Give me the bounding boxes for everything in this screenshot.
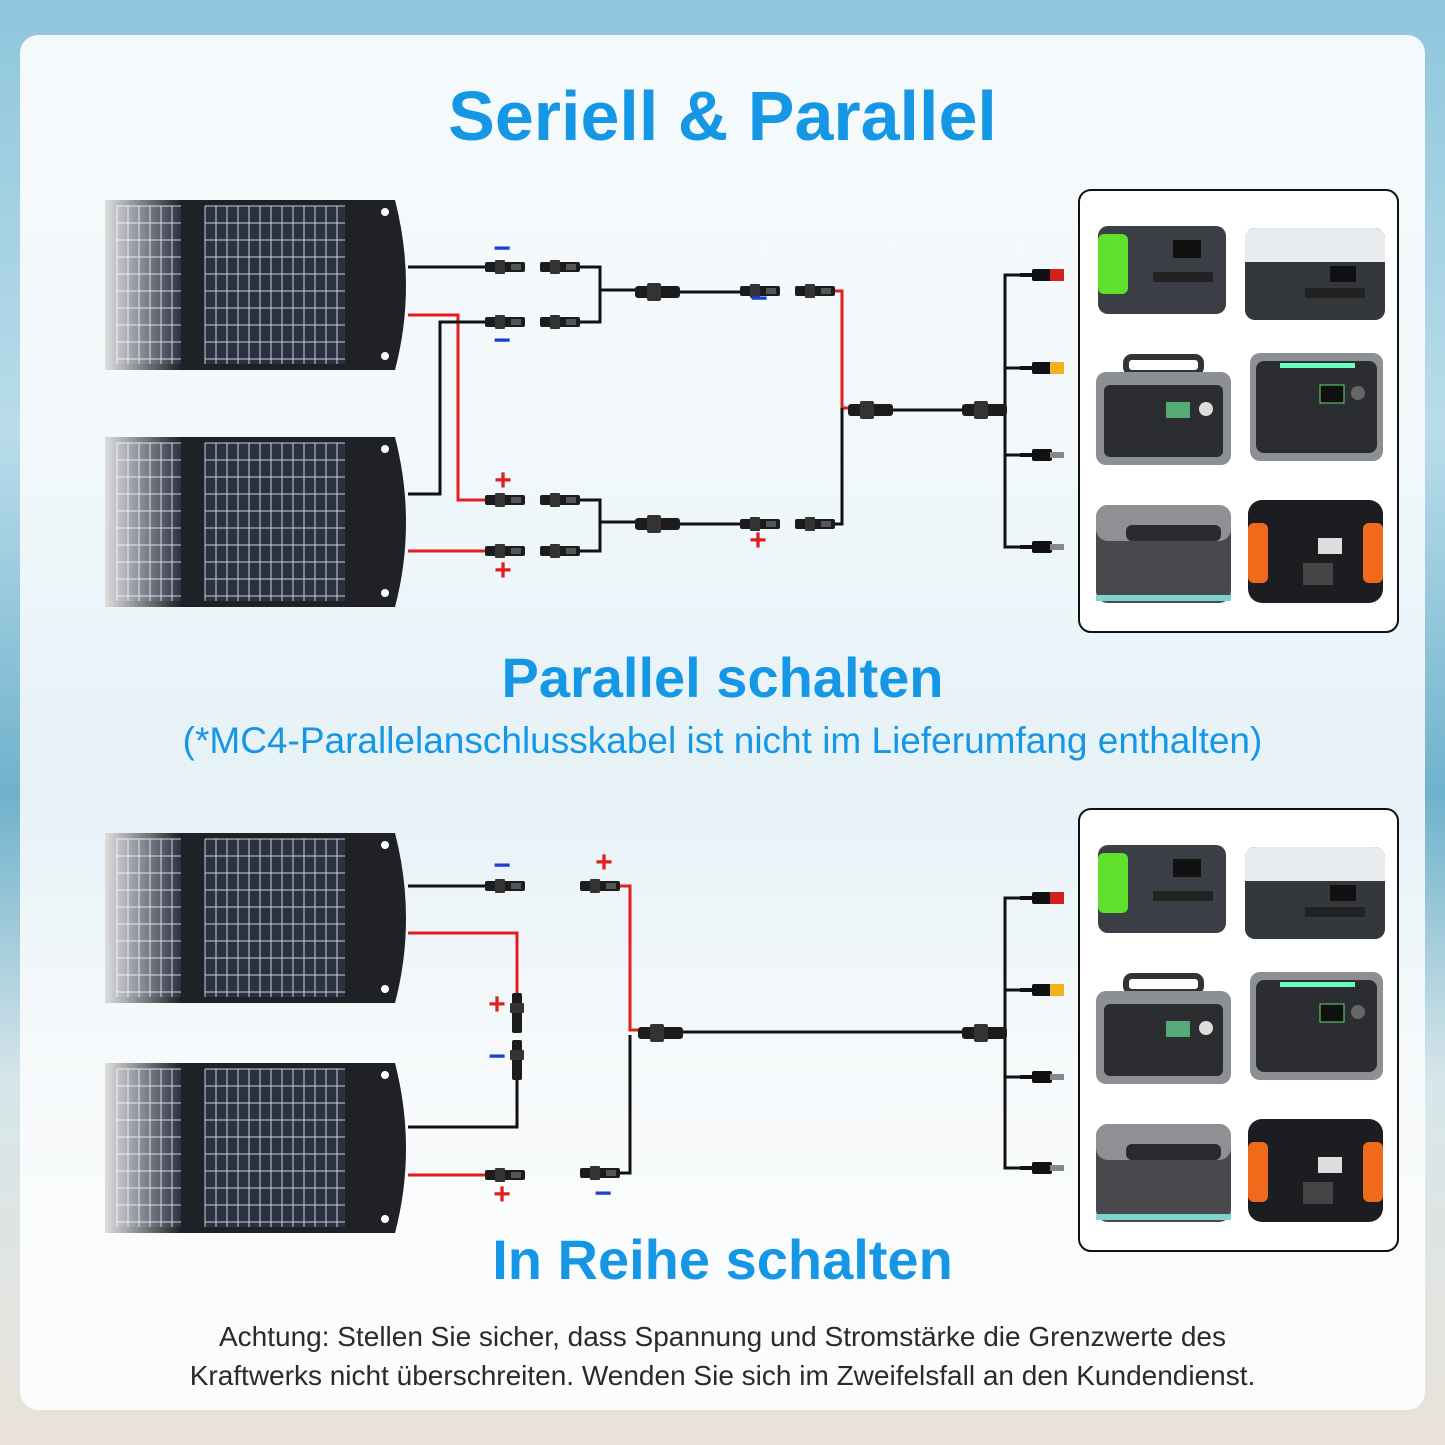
series-heading: In Reihe schalten [492,1228,953,1291]
branch-connector [962,1024,1007,1042]
solar-panel-2 [105,437,410,607]
mc4-connector [485,260,525,274]
plus-sign: + [494,554,512,587]
dc-plug [1020,1071,1064,1083]
power-station-orange [1248,500,1383,603]
series-diagram: − + + − + − [105,808,1399,1252]
power-station-orange [1248,1119,1383,1222]
branch-connector [848,401,893,419]
solar-panel-2 [105,1063,410,1233]
positive-wire [830,289,850,410]
power-station-box-top [1078,189,1399,633]
mc4-connector [580,1166,620,1180]
mc4-connector [485,544,525,558]
polarity-labels: − + + − + − [488,846,613,1211]
positive-wire [408,313,485,502]
negative-wire [830,408,844,526]
footer-line-2: Kraftwerks nicht überschreiten. Wenden S… [189,1360,1256,1391]
branch-connector [638,1024,683,1042]
mc4-connector [540,315,580,329]
minus-sign: − [493,324,511,357]
xt60-plug [1020,362,1064,374]
mc4-connector [740,284,780,298]
positive-wire [408,931,519,995]
branch-connector [635,283,680,301]
dc-plug [1020,541,1064,553]
branch-connector [962,401,1007,419]
mc4-connector [485,1168,525,1182]
plus-sign: + [595,846,613,879]
mc4-connector [540,260,580,274]
power-station-teal [1250,972,1383,1080]
red-plug [1020,269,1064,281]
power-station-green [1098,845,1226,933]
red-plug [1020,892,1064,904]
minus-sign: − [750,282,768,315]
negative-wire [408,320,485,496]
negative-wire [408,1080,519,1129]
power-station-handle [1096,973,1231,1084]
power-station-grey [1096,505,1231,603]
solar-panel-1 [105,833,410,1003]
solar-panel-1 [105,200,410,370]
plus-sign: + [749,524,767,557]
mc4-connector [540,493,580,507]
mc4-connector [740,517,780,531]
negative-wire [580,265,740,324]
mc4-connector [485,315,525,329]
power-station-teal [1250,353,1383,461]
dc-plug [1020,1162,1064,1174]
plus-sign: + [494,464,512,497]
parallel-diagram: − − − + + + [105,189,1399,633]
mc4-connector [510,1040,524,1080]
negative-wire [620,1035,632,1175]
minus-sign: − [493,849,511,882]
polarity-labels: − − − + + + [493,232,768,587]
plus-sign: + [488,988,506,1021]
power-station-white [1245,847,1385,939]
mc4-connector [580,879,620,893]
plus-sign: + [493,1178,511,1211]
power-station-white [1245,228,1385,320]
minus-sign: − [594,1177,612,1210]
mc4-connector [795,517,835,531]
mc4-connector [540,544,580,558]
positive-wire [620,884,640,1032]
parallel-heading: Parallel schalten [501,646,944,709]
footer-line-1: Achtung: Stellen Sie sicher, dass Spannu… [218,1321,1226,1352]
mc4-connector [795,284,835,298]
page-title: Seriell & Parallel [448,77,997,155]
parallel-note: (*MC4-Parallelanschlusskabel ist nicht i… [182,720,1263,761]
branch-connector [635,515,680,533]
power-station-grey [1096,1124,1231,1222]
minus-sign: − [488,1040,506,1073]
xt60-plug [1020,984,1064,996]
mc4-connector [485,493,525,507]
power-station-green [1098,226,1226,314]
mc4-connector [485,879,525,893]
mc4-connector [510,993,524,1033]
minus-sign: − [493,232,511,265]
negative-wire [580,498,740,553]
power-station-box-bottom [1078,808,1399,1252]
dc-plug [1020,449,1064,461]
power-station-handle [1096,354,1231,465]
